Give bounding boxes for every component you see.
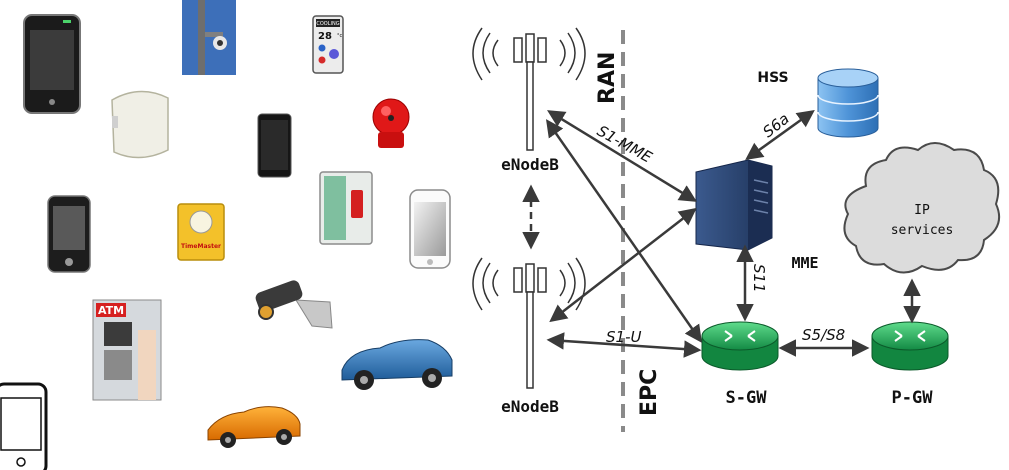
s6a-label: S6a: [759, 110, 792, 142]
phone-dark-icon: [257, 113, 292, 178]
s1-u-link: [546, 332, 702, 358]
alarm-bell-icon: [372, 98, 410, 148]
s6a-link: [745, 109, 815, 161]
pgw-label: P-GW: [892, 388, 934, 408]
pgw-router-icon: [871, 321, 949, 371]
enodeb-top-tower-icon: [472, 27, 586, 151]
street-camera-icon: [182, 0, 236, 75]
ip-services-label-line2: services: [891, 223, 954, 238]
thermostat-unit: °c: [337, 33, 343, 39]
enodeb-top-label: eNodeB: [501, 155, 559, 174]
ip-services-label-line1: IP: [914, 203, 930, 218]
hss-database-icon: [817, 68, 879, 138]
enodeb-bottom-label: eNodeB: [501, 397, 559, 416]
enodeb-bottom-tower-icon: [472, 257, 586, 389]
ip-services-cloud-icon: [843, 142, 1000, 274]
hss-label: HSS: [757, 70, 788, 86]
thermostat-icon: COOLING 28 °c: [312, 15, 344, 74]
smart-fridge-icon: [319, 171, 373, 245]
smoke-alarm-brand: TimeMaster: [181, 243, 221, 250]
sgw-router-icon: [701, 321, 779, 371]
s1-u-link-top: [545, 119, 703, 343]
s11-label: S11: [750, 264, 768, 293]
sgw-label: S-GW: [726, 388, 768, 408]
epc-label: EPC: [637, 369, 662, 416]
smartphone-classic-icon: [47, 195, 91, 273]
security-camera-icon: [255, 280, 333, 329]
car-blue-icon: [341, 339, 453, 390]
smartphone-black-icon: [23, 14, 81, 114]
thermostat-reading: 28: [318, 31, 332, 42]
smoke-alarm-icon: TimeMaster: [177, 203, 225, 261]
smartphone-outline-icon: [0, 382, 48, 470]
smartphone-white-icon: [409, 189, 451, 269]
atm-icon: ATM: [92, 299, 162, 401]
ran-label: RAN: [595, 52, 620, 104]
s5s8-label: S5/S8: [802, 326, 845, 344]
thermostat-header: COOLING: [316, 21, 339, 27]
atm-label: ATM: [98, 304, 124, 317]
s1-u-label: S1-U: [606, 328, 641, 346]
smart-plug-icon: [111, 90, 169, 159]
mme-server-icon: [695, 159, 773, 251]
car-orange-icon: [207, 406, 301, 448]
mme-label: MME: [791, 254, 818, 272]
